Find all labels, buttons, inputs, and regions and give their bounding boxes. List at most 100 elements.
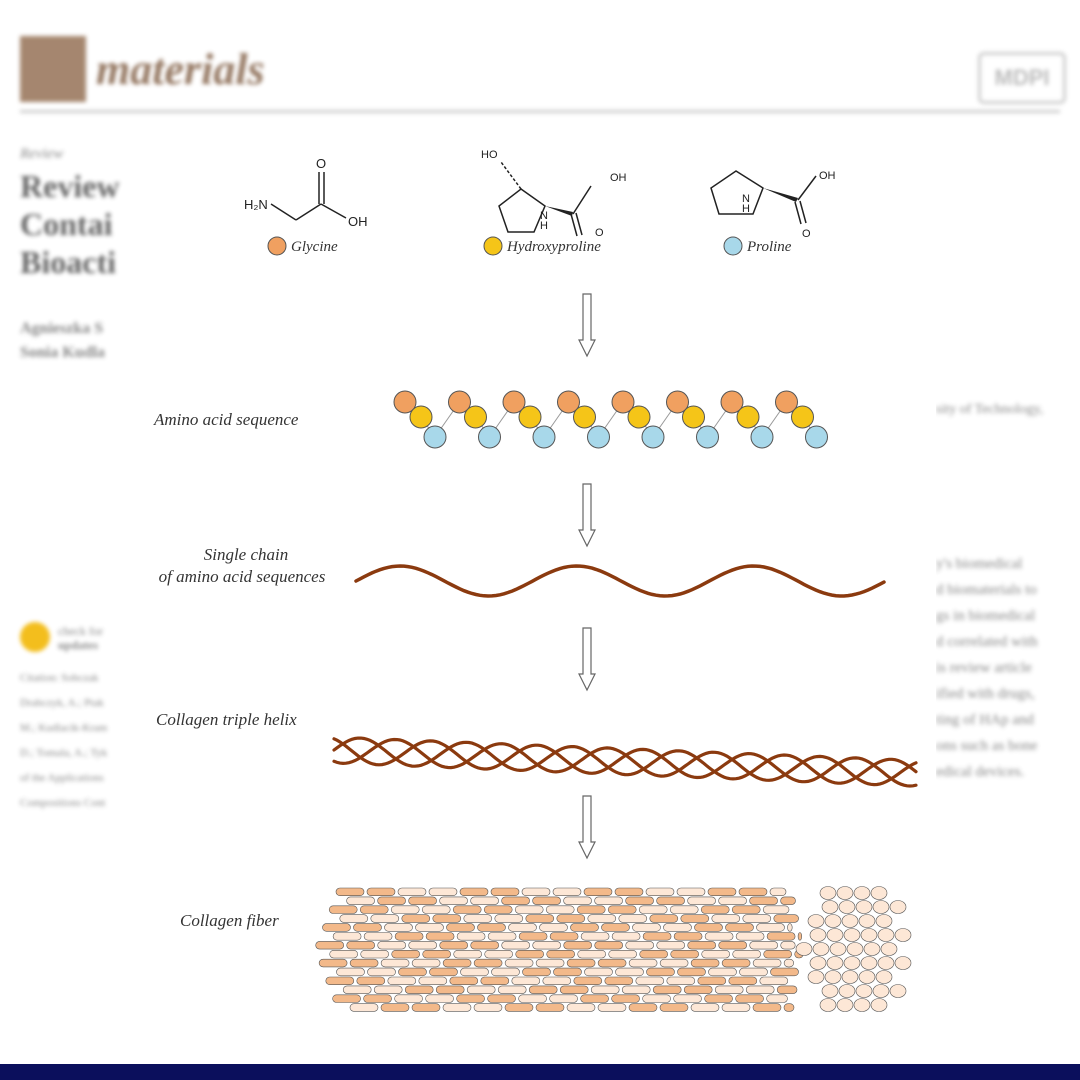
legend-label: Proline: [746, 239, 792, 255]
fibril-end-cap: [855, 984, 873, 998]
title-fragment: Review: [20, 168, 120, 204]
glycine-oh-label: OH: [348, 214, 368, 229]
fibril-end-cap: [889, 900, 907, 914]
fibril-end-cap: [894, 928, 912, 942]
fibril-end-cap: [829, 942, 847, 956]
fibril-segment: [787, 923, 793, 932]
fibril-segment: [390, 905, 420, 914]
amino-acid-bead: [641, 425, 665, 449]
fibril-segment: [484, 949, 514, 959]
fibril-segment: [618, 914, 648, 923]
fibril-segment: [659, 1003, 689, 1012]
check-updates-text: updates: [58, 638, 99, 652]
hyp-ho-label: HO: [481, 149, 498, 161]
fibril-segment: [601, 923, 630, 932]
fibril-segment: [401, 914, 431, 923]
triple-helix: [332, 736, 918, 788]
fibril-segment: [329, 949, 358, 959]
amino-acid-bead: [557, 390, 580, 414]
fibril-segment: [642, 994, 671, 1003]
hydroxyproline-structure: [498, 161, 592, 237]
fibril-end-cap: [860, 928, 878, 942]
fibril-end-cap: [826, 956, 844, 970]
fibril-segment: [515, 949, 545, 959]
fibril-segment: [470, 941, 500, 950]
glycine-o-label: O: [316, 156, 326, 171]
fibril-segment: [522, 967, 551, 977]
fibril-segment: [725, 923, 754, 932]
fibril-segment: [442, 958, 472, 968]
fibril-segment: [735, 994, 764, 1003]
journal-logo: [20, 36, 86, 102]
glycine-structure: [270, 172, 347, 221]
fibril-end-cap: [875, 970, 893, 984]
fibril-segment: [687, 941, 717, 950]
fibril-segment: [470, 896, 499, 905]
stage-label-single-chain-line2: of amino acid sequences: [159, 567, 326, 586]
fibril-segment: [673, 994, 702, 1003]
amino-acid-bead: [502, 390, 526, 414]
fibril-segment: [411, 958, 441, 968]
fibril-segment: [646, 967, 675, 977]
ring: [498, 188, 546, 233]
fibril-segment: [607, 905, 637, 914]
fibril-segment: [456, 932, 486, 941]
fibril-end-cap: [894, 956, 912, 970]
fibril-segment: [570, 923, 599, 932]
fibril-segment: [384, 923, 413, 932]
fibril-segment: [676, 887, 706, 896]
amino-acid-bead: [666, 390, 689, 414]
fibril-segment: [518, 994, 547, 1003]
down-arrow-icon: [578, 795, 596, 860]
fibril-segment: [694, 923, 723, 932]
fibril-segment: [346, 896, 375, 905]
fibril-segment: [460, 967, 489, 977]
fibril-segment: [652, 985, 682, 994]
fibril-end-cap: [807, 914, 825, 928]
fibril-end-cap: [838, 984, 856, 998]
hyp-o-label: O: [595, 227, 604, 239]
fibril-segment: [770, 967, 799, 977]
fibril-segment: [532, 896, 561, 905]
fibril-segment: [422, 949, 452, 959]
fibril-end-cap: [795, 942, 813, 956]
fibril-segment: [452, 905, 482, 914]
fibril-segment: [645, 887, 675, 896]
abstract-fragment: ons such as bone: [936, 738, 1038, 754]
fibril-end-cap: [875, 914, 893, 928]
fibril-segment: [480, 976, 510, 985]
arrow-shape: [578, 483, 596, 548]
abstract-fragment: sity of Technology,: [936, 402, 1044, 417]
fibril-segment: [380, 1003, 410, 1012]
bond: [270, 203, 297, 221]
fibril-segment: [377, 941, 406, 950]
fibril-segment: [501, 896, 530, 905]
fibril-segment: [594, 941, 624, 950]
fibril-segment: [590, 985, 620, 994]
fibril-segment: [683, 985, 713, 994]
fibril-end-cap: [870, 886, 888, 900]
fibril-segment: [552, 887, 582, 896]
fibril-end-cap: [824, 970, 842, 984]
fibril-segment: [429, 967, 458, 977]
fibril-end-cap: [872, 900, 890, 914]
fibril-segment: [518, 932, 548, 941]
arrow-shape: [578, 795, 596, 860]
stage-label-triple-helix: Collagen triple helix: [156, 710, 297, 729]
fibril-segment: [580, 994, 609, 1003]
fibril-segment: [535, 958, 565, 968]
fibril-segment: [477, 923, 506, 932]
fibril-end-cap: [858, 970, 876, 984]
down-arrow-icon: [578, 627, 596, 692]
fibril-segment: [359, 905, 389, 914]
fibril-segment: [721, 958, 751, 968]
fibril-segment: [587, 914, 617, 923]
title-fragment: Contai: [20, 206, 113, 242]
fibril-end-cap: [858, 914, 876, 928]
helix-strand: [332, 737, 918, 788]
fibril-segment: [514, 905, 544, 914]
fibril-segment: [635, 976, 665, 985]
fibril-end-cap: [809, 956, 827, 970]
fibril-segment: [497, 985, 527, 994]
amino-acid-bead: [518, 405, 542, 429]
